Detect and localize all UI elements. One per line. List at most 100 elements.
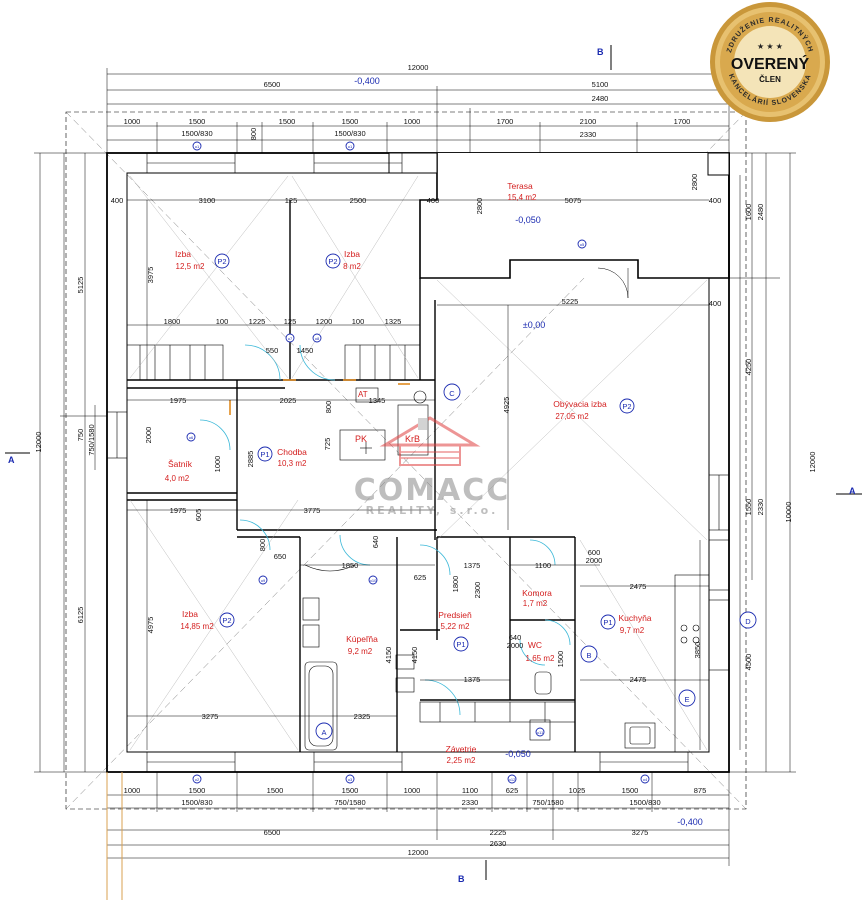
dim-left: 2000 — [144, 427, 153, 444]
window-tag: o6 — [189, 435, 194, 440]
dim-inner: 100 — [216, 317, 229, 326]
room-name: Terasa — [507, 181, 533, 191]
window-tag: o7 — [288, 336, 293, 341]
dim-bottom-seg: 1500 — [342, 786, 359, 795]
window-tag: o8 — [315, 336, 320, 341]
dim-inner: 2885 — [246, 451, 255, 468]
dim-inner: 625 — [414, 573, 427, 582]
dim-left: 4975 — [146, 617, 155, 634]
dim-inner: 1450 — [297, 346, 314, 355]
room-area: 9,7 m2 — [620, 626, 645, 635]
room-area: 2,25 m2 — [447, 756, 476, 765]
dim-top-seg: 1500 — [189, 117, 206, 126]
dim-bottom-seg: 1500 — [622, 786, 639, 795]
section-markers: B B A A A B C D E — [8, 47, 856, 884]
bottom-dimensions — [106, 772, 730, 866]
room-name: WC — [528, 640, 542, 650]
top-dimensions — [106, 68, 730, 153]
room-area: 15,4 m2 — [508, 193, 537, 202]
marker-a: A — [321, 728, 326, 737]
section-label-a: A — [8, 455, 15, 465]
dim-inner: 1375 — [464, 561, 481, 570]
dim-inner: 2475 — [630, 675, 647, 684]
dim-inner: 1200 — [316, 317, 333, 326]
dim-bottom-seg: 625 — [506, 786, 519, 795]
exterior-walls — [106, 152, 730, 773]
room-name: Kuchyňa — [618, 613, 651, 623]
room-area: 1,65 m2 — [526, 654, 555, 663]
marker-c: C — [449, 389, 455, 398]
section-label-a: A — [849, 486, 856, 496]
dim-inner: 3275 — [202, 712, 219, 721]
dim-left: 12000 — [34, 432, 43, 453]
utility-fixtures — [339, 387, 429, 461]
dim-inner: 3850 — [693, 642, 702, 659]
dim-inner: 2000 — [586, 556, 603, 565]
kitchen-counter — [624, 574, 710, 753]
dim-right: 1600 — [744, 204, 753, 221]
window-tags: o1 o1 o6 o7 o8 o9 o10 o2 o3 o4 o5 o11 o1… — [186, 141, 650, 784]
room-area: 10,3 m2 — [278, 459, 307, 468]
dim-inner: 400 — [427, 196, 440, 205]
dim-inner: 1800 — [164, 317, 181, 326]
dim-inner: 100 — [352, 317, 365, 326]
dim-inner: 2325 — [354, 712, 371, 721]
room-area: 27,05 m2 — [555, 412, 589, 421]
dim-inner: 3775 — [304, 506, 321, 515]
floor-tags: P2 P2 P2 P1 P2 P1 P1 — [214, 253, 635, 652]
dim-right: 12000 — [808, 452, 817, 473]
dim-top-right-b: 2480 — [592, 94, 609, 103]
roof-outline — [65, 111, 747, 810]
dim-inner: 550 — [266, 346, 279, 355]
dim-bottom-seg: 1000 — [124, 786, 141, 795]
level-living: ±0,00 — [523, 320, 545, 330]
dim-top-seg: 1500 — [342, 117, 359, 126]
orange-accents — [229, 379, 410, 415]
window-tag: o10 — [370, 578, 377, 583]
dim-inner: 4150 — [410, 647, 419, 664]
dim-inner: 800 — [258, 539, 267, 552]
room-diagonals — [129, 175, 708, 751]
entrance-steps — [419, 701, 576, 741]
level-top: -0,400 — [354, 76, 380, 86]
room-area: 5,22 m2 — [441, 622, 470, 631]
floor-tag: P2 — [328, 257, 337, 266]
inner-dimension-lines — [127, 175, 741, 750]
dim-top-left: 6500 — [264, 80, 281, 89]
dim-inner: 2800 — [475, 198, 484, 215]
dim-inner: 5225 — [562, 297, 579, 306]
window-tag: o5 — [580, 242, 585, 247]
dim-inner: 400 — [111, 196, 124, 205]
window-tag: o1 — [348, 144, 353, 149]
dim-top-seg: 1700 — [674, 117, 691, 126]
dim-total-top: 12000 — [408, 63, 429, 72]
window-tag: o2 — [195, 777, 200, 782]
dim-inner: 400 — [709, 299, 722, 308]
floor-tag: P2 — [222, 616, 231, 625]
room-area: 12,5 m2 — [176, 262, 205, 271]
dim-inner: 1975 — [170, 506, 187, 515]
marker-b: B — [586, 651, 591, 660]
dim-bottom-seg: 1500 — [267, 786, 284, 795]
windows — [106, 152, 730, 773]
dim-inner: 1975 — [170, 396, 187, 405]
window-tag: o4 — [643, 777, 648, 782]
floor-tag: P1 — [603, 618, 612, 627]
marker-e: E — [684, 695, 689, 704]
room-name: Závetrie — [446, 744, 477, 754]
dim-inner: 1345 — [369, 396, 386, 405]
dim-inner: 1100 — [535, 561, 551, 570]
wall-hatching — [126, 344, 421, 381]
dim-bottom-sub: 1500/830 — [629, 798, 660, 807]
bathroom-fixtures — [302, 564, 552, 695]
room-area: 4,0 m2 — [165, 474, 190, 483]
room-name: Komora — [522, 588, 552, 598]
dim-top-sub: 2330 — [580, 130, 597, 139]
dim-inner: 1000 — [213, 456, 222, 473]
dim-inner: 605 — [194, 509, 203, 522]
dim-inner: 2800 — [690, 174, 699, 191]
room-area: 8 m2 — [343, 262, 361, 271]
floor-tag: P2 — [622, 402, 631, 411]
dim-bottom-sub: 750/1580 — [334, 798, 365, 807]
